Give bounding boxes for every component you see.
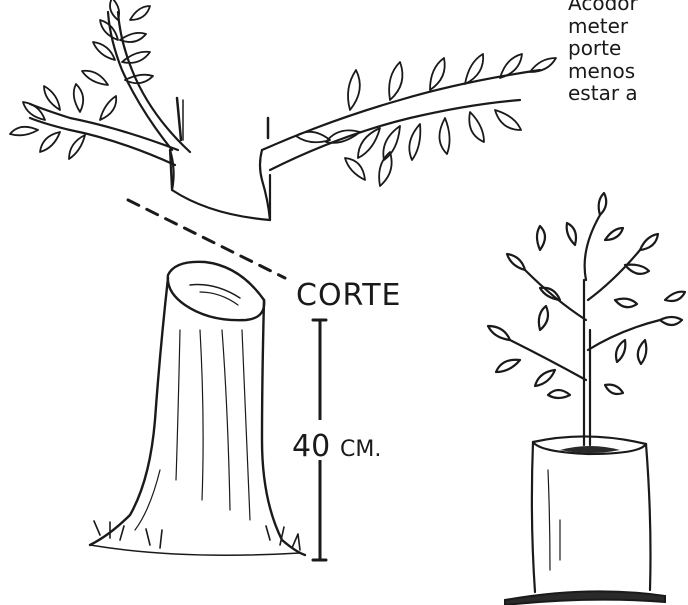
tree-stump-drawing — [90, 262, 305, 555]
side-text-line: Acodor — [568, 0, 638, 15]
cut-line — [128, 200, 285, 278]
height-number: 40 — [292, 429, 330, 464]
side-text-line: estar a — [568, 82, 638, 105]
cut-label: CORTE — [296, 278, 402, 313]
side-text-line: porte — [568, 37, 638, 60]
side-text-line: menos — [568, 60, 638, 83]
side-text-line: meter — [568, 15, 638, 38]
side-text-block: Acodor meter porte menos estar a — [568, 0, 638, 105]
height-unit: CM. — [340, 437, 381, 462]
soil-base — [505, 591, 665, 605]
left-branch-leaves — [10, 0, 153, 159]
potted-sapling-drawing — [488, 193, 685, 592]
